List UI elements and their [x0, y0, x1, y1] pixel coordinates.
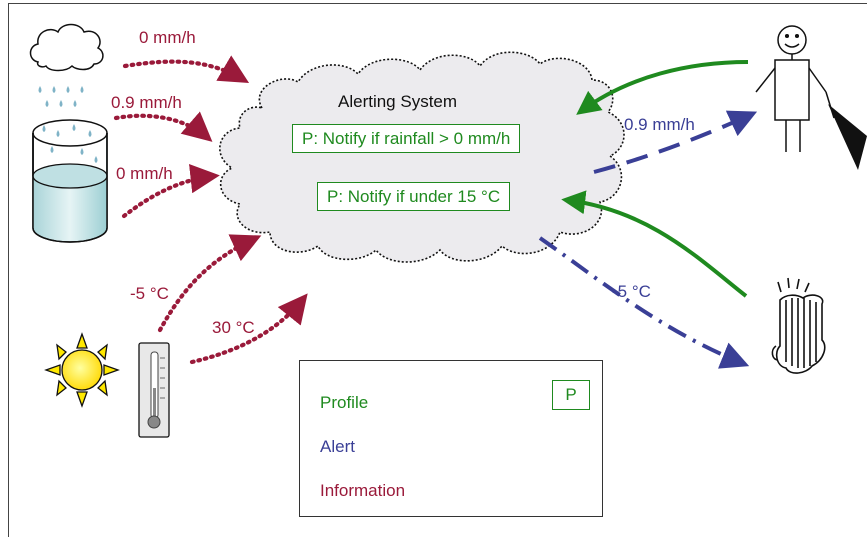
alert-arrow-1	[593, 110, 758, 174]
profile-arrow-1	[576, 60, 749, 115]
info-label-3: 0 mm/h	[116, 164, 173, 183]
info-label-1: 0 mm/h	[139, 28, 196, 47]
legend-information-label: Information	[320, 481, 406, 500]
legend-alert-label: Alert	[320, 437, 355, 456]
info-label-2: 0.9 mm/h	[111, 93, 182, 112]
profile-arrows	[561, 60, 749, 298]
info-arrow-3	[121, 163, 220, 219]
person-icon	[755, 25, 827, 152]
information-arrows	[113, 55, 308, 365]
alert-label-2: -5 °C	[612, 282, 651, 301]
info-arrow-2	[113, 111, 213, 142]
info-arrow-4	[157, 234, 262, 333]
rain-gauge-icon	[32, 119, 108, 243]
thermometer-icon	[138, 342, 170, 438]
info-arrow-5	[189, 293, 308, 365]
profile-box-rainfall: P: Notify if rainfall > 0 mm/h	[292, 124, 521, 153]
alerting-system-cloud	[219, 51, 625, 263]
umbrella-icon	[825, 91, 867, 170]
profile-arrow-2	[561, 190, 748, 298]
info-label-5: 30 °C	[212, 318, 255, 337]
info-arrow-1	[122, 55, 250, 83]
alert-arrow-2	[538, 236, 750, 369]
radiator-icon	[771, 277, 826, 374]
sun-icon	[44, 332, 120, 408]
alert-arrows	[538, 110, 758, 369]
alert-label-1: 0.9 mm/h	[624, 115, 695, 134]
info-label-4: -5 °C	[130, 284, 169, 303]
diagram-frame	[8, 3, 867, 537]
rain-cloud-icon	[29, 23, 104, 107]
legend-profile-box: P	[552, 380, 590, 410]
legend-profile-label: Profile	[320, 393, 369, 412]
cloud-title: Alerting System	[338, 92, 458, 111]
profile-box-temperature: P: Notify if under 15 °C	[317, 182, 511, 211]
